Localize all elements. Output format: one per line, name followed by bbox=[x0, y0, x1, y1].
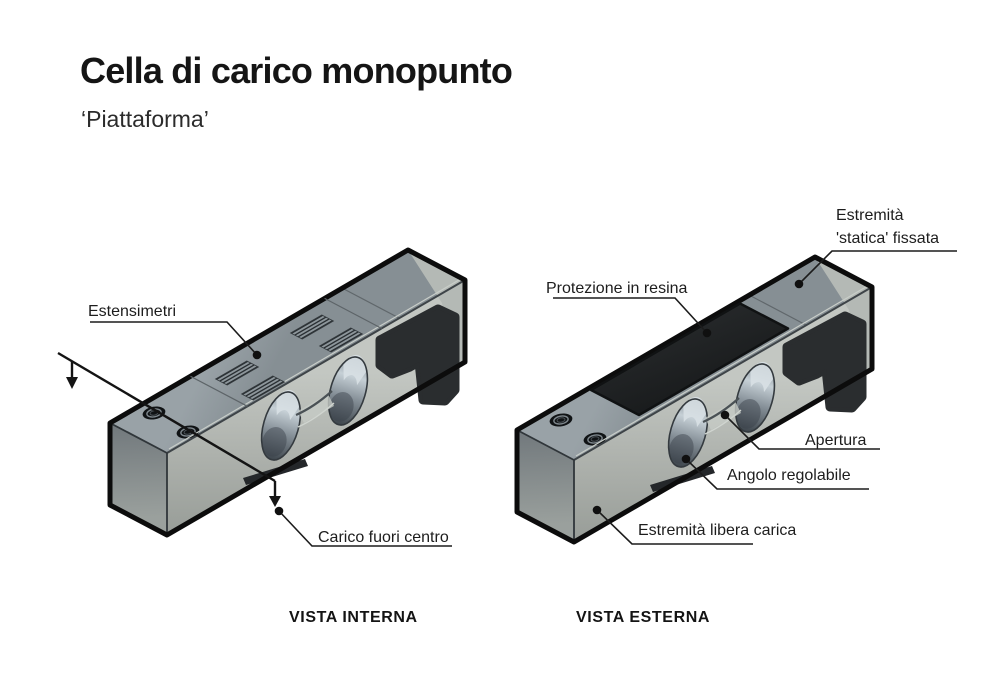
angolo-leader-line bbox=[685, 458, 869, 490]
strain-gauges bbox=[214, 314, 364, 401]
label-estremita-statica: Estremità 'statica' fissata bbox=[836, 204, 939, 250]
estremita-libera-leader-line bbox=[596, 509, 753, 545]
caption-vista-interna: VISTA INTERNA bbox=[289, 609, 418, 626]
down-arrow-icon bbox=[66, 377, 78, 389]
down-arrow-icon bbox=[269, 496, 281, 507]
label-apertura: Apertura bbox=[805, 432, 867, 449]
load-axis bbox=[57, 351, 281, 507]
label-carico-fuori-centro: Carico fuori centro bbox=[318, 529, 449, 546]
resina-leader-line bbox=[553, 297, 708, 334]
load-axis-line bbox=[57, 351, 276, 483]
page-subtitle: ‘Piattaforma’ bbox=[81, 106, 209, 132]
load-cell-external-view bbox=[517, 257, 872, 542]
load-cell-internal-view bbox=[110, 250, 465, 535]
estremita-statica-leader-line bbox=[798, 250, 957, 285]
label-estremita-statica-line2: 'statica' fissata bbox=[836, 230, 940, 247]
leader-lines bbox=[90, 250, 957, 547]
label-protezione-in-resina: Protezione in resina bbox=[546, 280, 688, 297]
caption-vista-esterna: VISTA ESTERNA bbox=[576, 609, 711, 626]
resin-protection-panel bbox=[589, 302, 790, 417]
label-estremita-statica-line1: Estremità bbox=[836, 207, 904, 224]
estensimetri-leader-line bbox=[90, 321, 258, 356]
leader-dots bbox=[252, 279, 804, 516]
label-estremita-libera: Estremità libera carica bbox=[638, 522, 797, 539]
carico-leader-line bbox=[278, 510, 452, 547]
apertura-leader-line bbox=[724, 414, 880, 450]
label-angolo-regolabile: Angolo regolabile bbox=[727, 467, 851, 484]
label-estensimetri: Estensimetri bbox=[88, 303, 177, 320]
page-title: Cella di carico monopunto bbox=[80, 50, 513, 91]
